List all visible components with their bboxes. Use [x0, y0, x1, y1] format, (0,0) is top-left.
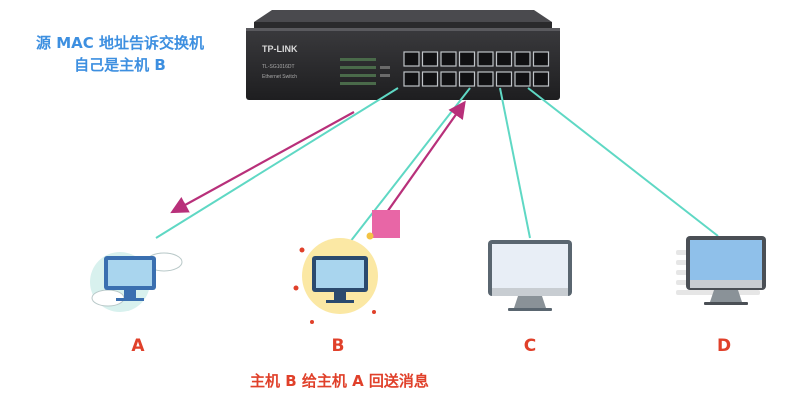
host-a — [90, 252, 183, 312]
ethernet-port — [421, 71, 439, 87]
data-packet — [372, 210, 400, 238]
ethernet-port — [532, 71, 550, 87]
ethernet-port — [495, 51, 513, 67]
arrows — [170, 100, 466, 223]
host-a-label: A — [131, 336, 145, 356]
ethernet-port — [458, 51, 476, 67]
caption-block: 源 MAC 地址告诉交换机 自己是主机 B — [20, 32, 220, 76]
ethernet-port — [421, 51, 439, 67]
switch-leds — [340, 58, 390, 85]
ethernet-port — [514, 51, 531, 67]
arrow-b-to-switch — [379, 100, 466, 223]
cable-to-host-c — [499, 87, 531, 239]
switch-ports — [403, 51, 550, 87]
cable-to-host-a — [155, 87, 399, 239]
host-d — [676, 236, 766, 305]
switch-model: TL-SG1016DT — [262, 64, 295, 70]
caption-line-2: 自己是主机 B — [74, 56, 166, 74]
arrow-switch-to-a — [170, 111, 355, 214]
bottom-caption: 主机 B 给主机 A 回送消息 — [250, 372, 429, 390]
ethernet-port — [403, 71, 420, 87]
ethernet-port — [477, 71, 494, 87]
network-switch: TP-LINK TL-SG1016DT Ethernet Switch — [246, 10, 560, 100]
switch-subtitle: Ethernet Switch — [262, 74, 297, 80]
host-b-label: B — [331, 336, 345, 356]
host-c — [488, 240, 572, 311]
host-b — [293, 232, 378, 324]
host-c-label: C — [523, 336, 537, 356]
cables — [155, 87, 719, 243]
ethernet-port — [403, 51, 420, 67]
ethernet-port — [532, 51, 550, 67]
ethernet-port — [440, 71, 457, 87]
ethernet-port — [458, 71, 476, 87]
host-d-label: D — [716, 336, 732, 356]
cable-to-host-b — [349, 87, 471, 243]
ethernet-port — [495, 71, 513, 87]
caption-line-1: 源 MAC 地址告诉交换机 — [36, 34, 204, 52]
cable-to-host-d — [527, 87, 719, 237]
ethernet-port — [440, 51, 457, 67]
ethernet-port — [477, 51, 494, 67]
ethernet-port — [514, 71, 531, 87]
switch-brand: TP-LINK — [262, 44, 298, 54]
